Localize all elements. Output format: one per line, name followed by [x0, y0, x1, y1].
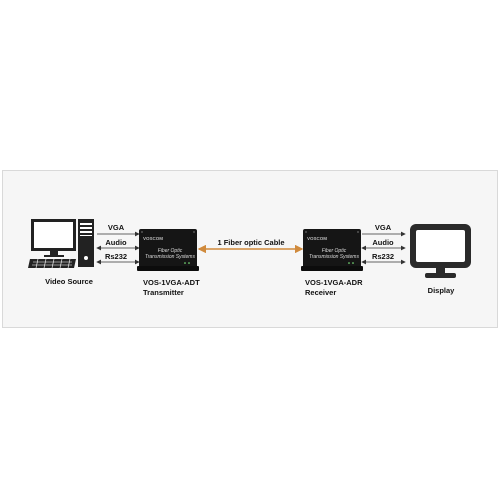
transmitter-brand: VOSCOM: [143, 236, 163, 241]
receiver-device: VOSCOM Fiber Optic Transmission Systems: [301, 229, 363, 271]
right-signal-audio: Audio: [372, 238, 394, 247]
transmitter-role: Transmitter: [143, 288, 184, 297]
display-label: Display: [428, 286, 456, 295]
video-source-label: Video Source: [45, 277, 93, 286]
receiver-text-line2: Transmission Systems: [309, 254, 359, 260]
fiber-link-label: 1 Fiber optic Cable: [217, 238, 284, 247]
receiver-model: VOS-1VGA-ADR: [305, 278, 363, 287]
left-signal-vga: VGA: [108, 223, 125, 232]
receiver-role: Receiver: [305, 288, 336, 297]
transmitter-text-line2: Transmission Systems: [145, 254, 195, 260]
transmitter-text-line1: Fiber Optic: [158, 248, 183, 254]
receiver-brand: VOSCOM: [307, 236, 327, 241]
left-signal-audio: Audio: [105, 238, 127, 247]
monitor-icon: [410, 224, 471, 278]
transmitter-device: VOSCOM Fiber Optic Transmission Systems: [137, 229, 199, 271]
left-signal-arrows: [96, 231, 140, 265]
transmitter-model: VOS-1VGA-ADT: [143, 278, 200, 287]
receiver-text-line1: Fiber Optic: [322, 248, 347, 254]
right-signal-arrows: [361, 231, 406, 265]
right-signal-vga: VGA: [375, 223, 392, 232]
right-signal-rs232: Rs232: [372, 252, 394, 261]
left-signal-rs232: Rs232: [105, 252, 127, 261]
desktop-computer-icon: [28, 219, 94, 269]
